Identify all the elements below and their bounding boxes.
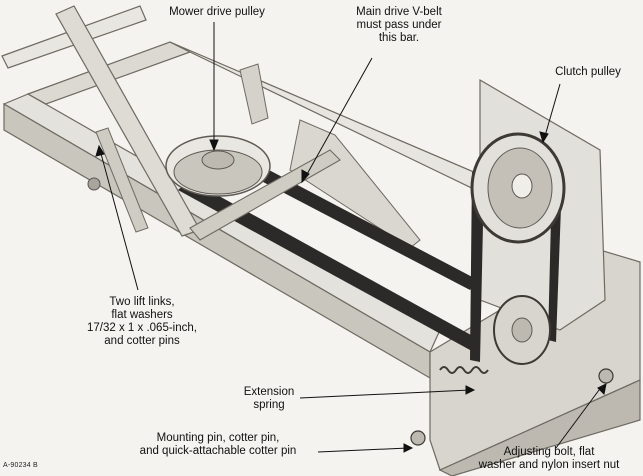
mower-pulley-groove xyxy=(173,149,263,195)
label-mower-drive-pulley: Mower drive pulley xyxy=(169,6,265,18)
leader-lift-links xyxy=(99,149,139,291)
arrowhead-mounting-pin xyxy=(403,443,414,453)
idler-pulley xyxy=(493,295,551,365)
clutch-pulley xyxy=(470,132,566,244)
mower-drive-pulley xyxy=(165,135,271,197)
clutch-pulley-hub xyxy=(511,173,533,199)
arrowhead-adjusting-bolt xyxy=(597,383,607,396)
leader-main-belt xyxy=(305,57,373,177)
leader-clutch-pulley xyxy=(544,83,561,137)
label-adjusting-bolt: Adjusting bolt, flat washer and nylon in… xyxy=(478,446,620,471)
center-side-plate xyxy=(289,119,421,249)
handle-bars xyxy=(1,5,201,237)
idler-pulley-hub xyxy=(511,317,533,343)
mounting-pin xyxy=(410,430,426,446)
main-drive-v-belt-upper xyxy=(240,160,478,290)
leader-extension-spring xyxy=(299,389,471,399)
arrowhead-clutch-pulley xyxy=(539,131,549,144)
main-drive-v-belt xyxy=(178,180,480,350)
arrowhead-main-belt xyxy=(301,169,310,184)
arrowhead-mower-pulley xyxy=(209,139,219,152)
leader-mounting-pin xyxy=(317,447,409,453)
lift-link-pin xyxy=(87,177,101,191)
lift-link-bar xyxy=(95,127,149,233)
label-mounting-pin: Mounting pin, cotter pin, and quick-atta… xyxy=(139,432,297,457)
leader-lines xyxy=(95,22,607,453)
rear-bracket xyxy=(239,63,269,125)
figure-code: A-90234 B xyxy=(3,462,38,469)
front-box-face xyxy=(438,379,641,476)
adjusting-bolt xyxy=(598,368,614,384)
mower-pulley-hub xyxy=(201,150,235,170)
label-extension-spring: Extension spring xyxy=(243,386,295,411)
label-lift-links: Two lift links, flat washers 17/32 x 1 x… xyxy=(87,296,197,347)
label-clutch-pulley: Clutch pulley xyxy=(555,66,621,78)
leader-adjusting-bolt xyxy=(555,385,603,449)
arrowhead-lift-links xyxy=(95,144,105,157)
extension-spring xyxy=(439,366,489,374)
lift-link xyxy=(87,127,149,233)
label-main-drive-v-belt: Main drive V-belt must pass under this b… xyxy=(356,6,442,44)
arrowhead-extension-spring xyxy=(465,385,476,395)
